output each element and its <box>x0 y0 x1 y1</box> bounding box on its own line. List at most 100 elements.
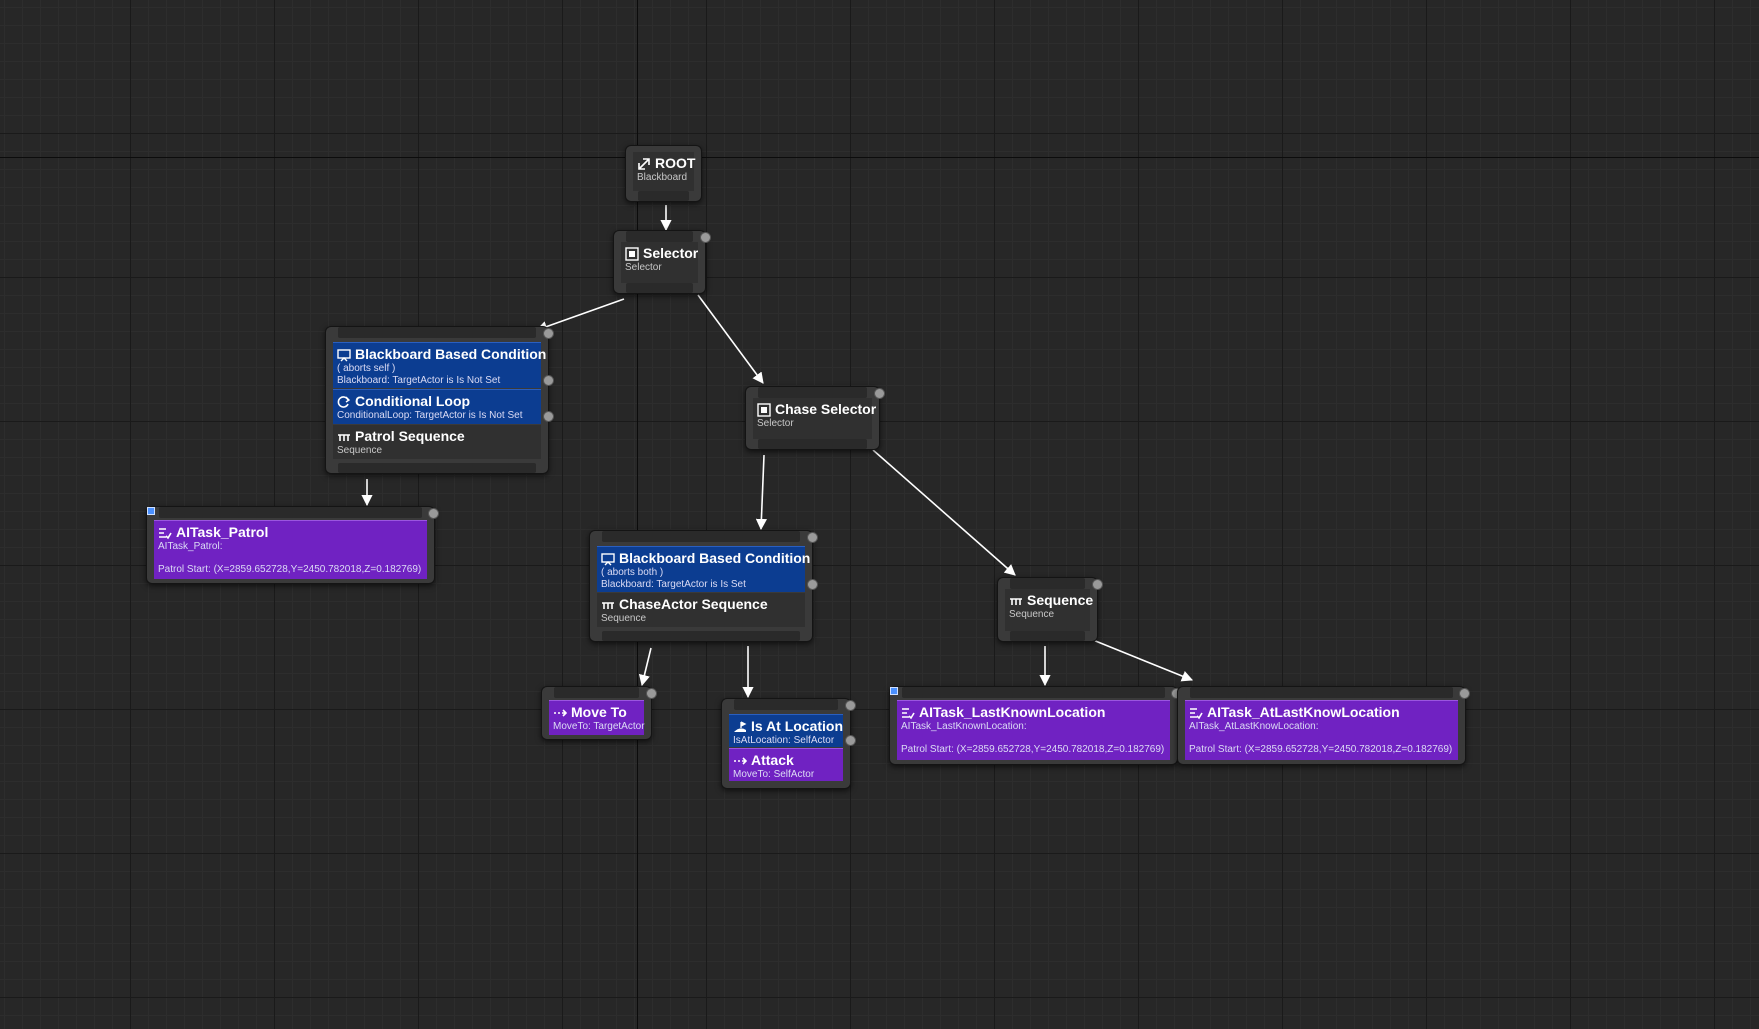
wire-selector-patrol <box>535 298 625 332</box>
aitask-at-last-know-location-node[interactable]: AITask_AtLastKnowLocation AITask_AtLastK… <box>1177 686 1470 765</box>
blackboard-condition-decorator[interactable]: Blackboard Based Condition ( aborts self… <box>333 342 546 388</box>
root-title: ROOT <box>655 155 696 171</box>
composite-subtitle: Sequence <box>601 613 647 624</box>
task-class: AITask_AtLastKnowLocation: <box>1189 721 1319 732</box>
decorator-description: ConditionalLoop: TargetActor is Is Not S… <box>337 410 523 421</box>
decorator-title: Blackboard Based Condition <box>619 550 811 566</box>
root-subtitle: Blackboard <box>637 172 688 183</box>
decorator-index-dot <box>845 735 856 746</box>
aitask-patrol-node[interactable]: AITask_Patrol AITask_Patrol: Patrol Star… <box>146 506 439 584</box>
breakpoint-flag-icon <box>147 507 155 515</box>
attack-node[interactable]: Is At Location IsAtLocation: SelfActor A… <box>721 698 856 789</box>
blackboard-icon <box>601 552 615 565</box>
blackboard-condition-decorator[interactable]: Blackboard Based Condition ( aborts both… <box>597 546 810 592</box>
sequence-icon <box>1010 597 1022 605</box>
grid-origin-vertical <box>637 0 638 1029</box>
chase-actor-input-pin[interactable] <box>602 531 800 542</box>
chase-selector-node[interactable]: Chase Selector Selector <box>745 386 885 450</box>
wire-chase-sequence <box>872 449 1016 576</box>
decorator-description: Blackboard: TargetActor is Is Not Set <box>337 375 501 386</box>
composite-title: Patrol Sequence <box>355 428 465 444</box>
selector-node[interactable]: Selector Selector <box>613 230 711 294</box>
task-icon <box>1190 707 1203 719</box>
decorator-title: Blackboard Based Condition <box>355 346 547 362</box>
composite-subtitle: Sequence <box>337 445 383 456</box>
execution-index-dot <box>874 388 885 399</box>
decorator-index-dot <box>543 375 554 386</box>
move-to-title: Move To <box>571 704 627 720</box>
task-property: Patrol Start: (X=2859.652728,Y=2450.7820… <box>158 564 422 575</box>
execution-index-dot <box>428 508 439 519</box>
grid-origin-horizontal <box>0 157 1759 158</box>
patrol-output-pin[interactable] <box>338 463 536 473</box>
move-to-input-pin[interactable] <box>554 687 639 698</box>
task-title: AITask_AtLastKnowLocation <box>1207 704 1400 720</box>
at-last-know-input-pin[interactable] <box>1190 687 1453 698</box>
task-class: AITask_LastKnownLocation: <box>901 721 1027 732</box>
patrol-sequence-node[interactable]: Blackboard Based Condition ( aborts self… <box>325 326 554 474</box>
move-to-node[interactable]: Move To MoveTo: TargetActor <box>541 686 657 740</box>
aitask-last-known-location-node[interactable]: AITask_LastKnownLocation AITask_LastKnow… <box>889 686 1182 765</box>
selector-icon <box>757 402 771 417</box>
execution-index-dot <box>700 232 711 243</box>
last-known-input-pin[interactable] <box>902 687 1165 698</box>
root-icon <box>638 157 650 170</box>
chase-selector-input-pin[interactable] <box>758 387 867 398</box>
patrol-sequence-composite[interactable]: Patrol Sequence Sequence <box>333 425 541 459</box>
aitask-patrol-input-pin[interactable] <box>159 507 422 518</box>
task-property: Patrol Start: (X=2859.652728,Y=2450.7820… <box>901 744 1165 755</box>
task-title: AITask_LastKnownLocation <box>919 704 1106 720</box>
move-icon <box>554 708 567 717</box>
decorator-title: Conditional Loop <box>355 393 471 409</box>
execution-index-dot <box>845 700 856 711</box>
decorator-index-dot <box>807 579 818 590</box>
root-output-pin[interactable] <box>638 191 689 201</box>
wire-selector-chase <box>697 294 764 384</box>
task-icon <box>902 707 915 719</box>
selector-output-pin[interactable] <box>626 283 693 293</box>
chase-selector-subtitle: Selector <box>757 418 794 429</box>
execution-index-dot <box>1092 579 1103 590</box>
task-description: MoveTo: SelfActor <box>733 769 815 780</box>
sequence-input-pin[interactable] <box>1010 578 1085 589</box>
decorator-aborts: ( aborts both ) <box>601 567 664 578</box>
move-to-description: MoveTo: TargetActor <box>553 721 645 732</box>
attack-input-pin[interactable] <box>734 699 838 710</box>
decorator-description: Blackboard: TargetActor is Is Set <box>601 579 746 590</box>
sequence-node[interactable]: Sequence Sequence <box>997 577 1103 642</box>
breakpoint-flag-icon <box>890 687 898 695</box>
chase-selector-output-pin[interactable] <box>758 439 867 449</box>
task-title: Attack <box>751 752 794 768</box>
patrol-input-pin[interactable] <box>338 327 536 338</box>
is-at-location-decorator[interactable]: Is At Location IsAtLocation: SelfActor <box>729 714 843 747</box>
decorator-title: Is At Location <box>751 718 844 734</box>
sequence-icon <box>602 601 614 609</box>
conditional-loop-decorator[interactable]: Conditional Loop ConditionalLoop: Target… <box>333 389 541 424</box>
selector-input-pin[interactable] <box>626 231 693 242</box>
decorator-aborts: ( aborts self ) <box>337 363 396 374</box>
chase-actor-sequence-node[interactable]: Blackboard Based Condition ( aborts both… <box>589 530 818 642</box>
chase-actor-composite[interactable]: ChaseActor Sequence Sequence <box>597 593 805 627</box>
task-icon <box>159 527 172 539</box>
chase-selector-title: Chase Selector <box>775 401 877 417</box>
location-icon <box>734 720 747 732</box>
chase-actor-output-pin[interactable] <box>602 631 800 641</box>
execution-index-dot <box>543 328 554 339</box>
wire-chaseactor-moveto <box>638 647 652 687</box>
attack-task[interactable]: Attack MoveTo: SelfActor <box>729 748 843 781</box>
sequence-icon <box>338 433 350 441</box>
execution-index-dot <box>646 688 657 699</box>
sequence-subtitle: Sequence <box>1009 609 1055 620</box>
selector-icon <box>625 246 639 261</box>
composite-title: ChaseActor Sequence <box>619 596 768 612</box>
decorator-index-dot <box>543 411 554 422</box>
root-node[interactable]: ROOT Blackboard <box>625 145 702 202</box>
sequence-title: Sequence <box>1027 592 1094 608</box>
decorator-description: IsAtLocation: SelfActor <box>733 735 835 746</box>
execution-index-dot <box>1459 688 1470 699</box>
move-icon <box>734 756 747 765</box>
sequence-output-pin[interactable] <box>1010 631 1085 641</box>
wire-sequence-atlastknow <box>1092 639 1194 682</box>
execution-index-dot <box>807 532 818 543</box>
blackboard-icon <box>337 348 351 361</box>
